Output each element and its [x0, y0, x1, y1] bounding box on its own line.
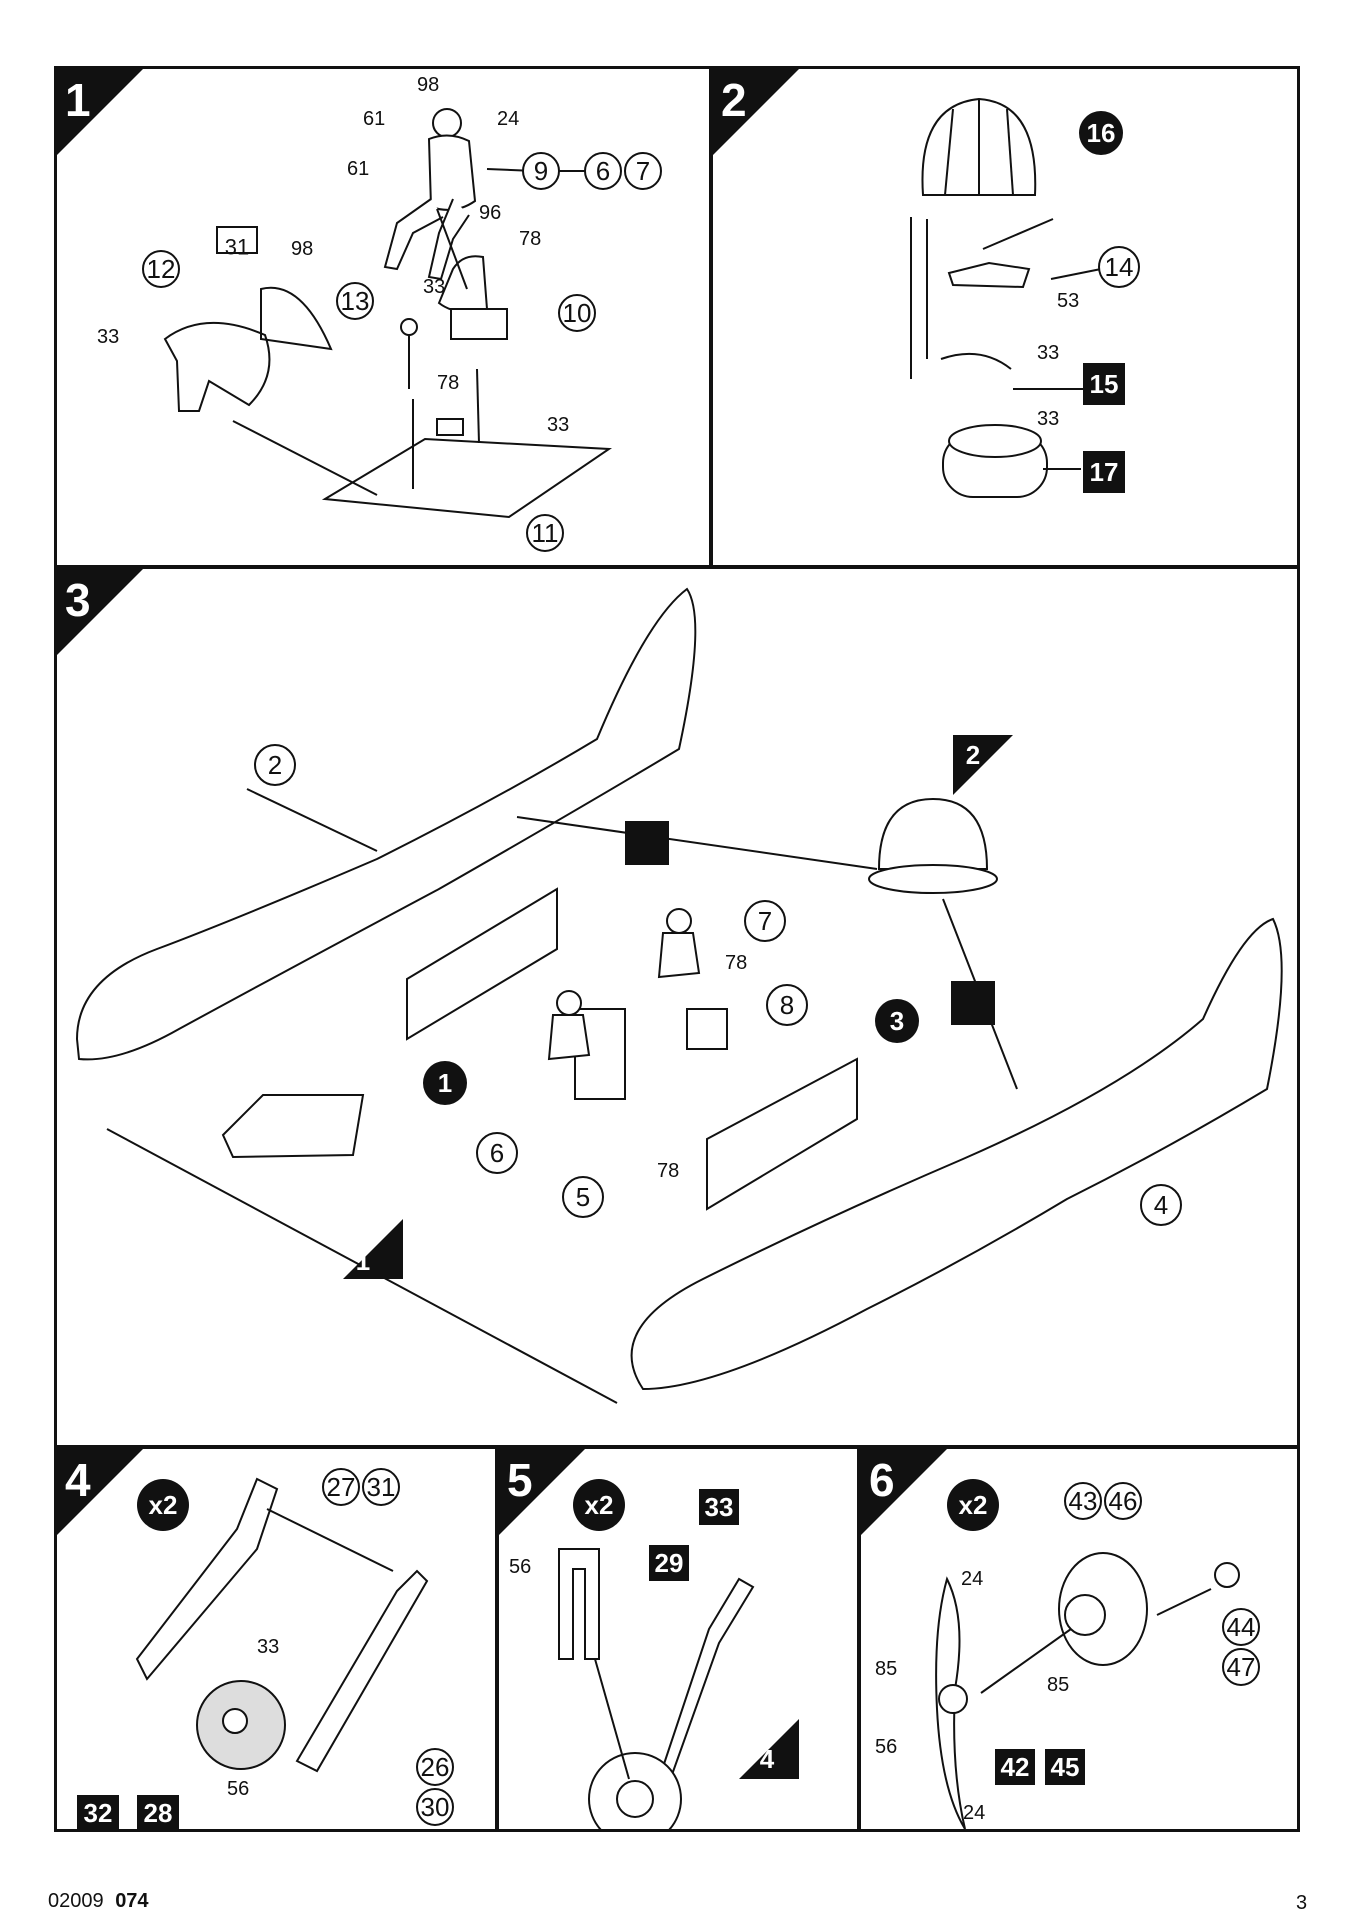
- part-label-42: 42: [1001, 1752, 1030, 1782]
- part-label-98: 98: [417, 74, 439, 96]
- part-label-78: 78: [725, 952, 747, 974]
- part-label-28: 28: [144, 1798, 173, 1828]
- part-label-26: 26: [421, 1752, 450, 1782]
- part-label-53: 53: [1057, 290, 1079, 312]
- footer-code: 02009 074: [48, 1890, 149, 1913]
- step-4-diagram: x2 27 31 33 56 26 30 32 28: [77, 1468, 454, 1829]
- part-label-4: 4: [1154, 1190, 1168, 1220]
- part-label-78b: 78: [437, 372, 459, 394]
- step-badge: [499, 1449, 585, 1535]
- part-label-6: 6: [596, 156, 610, 186]
- part-label-29: 29: [655, 1548, 684, 1578]
- part-label-33b: 33: [97, 326, 119, 348]
- part-label-14: 14: [1105, 252, 1134, 282]
- part-label-5: 5: [576, 1182, 590, 1212]
- part-label-10: 10: [563, 298, 592, 328]
- marker-square: [625, 821, 669, 865]
- part-label-85b: 85: [1047, 1674, 1069, 1696]
- ref-step-4: 4: [760, 1744, 775, 1774]
- part-label-85: 85: [875, 1658, 897, 1680]
- part-label-24: 24: [961, 1568, 983, 1590]
- step-number: 4: [65, 1454, 91, 1506]
- step-number: 1: [65, 74, 91, 126]
- part-label-56: 56: [227, 1778, 249, 1800]
- footer-code-number: 02009: [48, 1890, 104, 1912]
- part-label-24b: 24: [963, 1802, 985, 1824]
- part-label-78: 78: [519, 228, 541, 250]
- step-6-diagram: x2 43 46 24 44 47 85 85 56 42 45 24: [875, 1479, 1260, 1829]
- step-1-diagram: 31 9 6 7 10 11 12 13 98 61 24 61 96 98 7…: [97, 74, 662, 552]
- step-badge: [57, 69, 143, 155]
- part-label-17: 17: [1090, 457, 1119, 487]
- part-label-33b: 33: [1037, 408, 1059, 430]
- part-label-31: 31: [225, 235, 249, 260]
- part-label-6: 6: [490, 1138, 504, 1168]
- step-4-panel: 4 x2 27 31 33 56 26 30 32 28: [54, 1446, 498, 1832]
- part-label-9: 9: [534, 156, 548, 186]
- part-label-7: 7: [758, 906, 772, 936]
- part-label-98b: 98: [291, 238, 313, 260]
- part-label-12: 12: [147, 254, 176, 284]
- part-label-96: 96: [479, 202, 501, 224]
- step-2-diagram: 16 14 53 33 15 33 17: [910, 97, 1140, 498]
- footer-code-sub: 074: [115, 1890, 149, 1912]
- part-label-78b: 78: [657, 1160, 679, 1182]
- step-6-panel: 6 x2 43 46 24 44 47 85 85 56 42 45 24: [858, 1446, 1300, 1832]
- step-badge: [57, 569, 143, 655]
- part-label-44: 44: [1227, 1612, 1256, 1642]
- ref-step-1: 1: [356, 1246, 370, 1276]
- part-label-61b: 61: [347, 158, 369, 180]
- page-number: 3: [1296, 1892, 1308, 1914]
- part-label-15: 15: [1090, 369, 1119, 399]
- step-badge: [861, 1449, 947, 1535]
- part-label-7: 7: [636, 156, 650, 186]
- part-label-1: 1: [438, 1068, 452, 1098]
- step-badge: [713, 69, 799, 155]
- part-label-61: 61: [363, 108, 385, 130]
- part-label-33: 33: [257, 1636, 279, 1658]
- part-label-56: 56: [875, 1736, 897, 1758]
- step-3-panel: 3 2 1 2 7 78 8 3 1 6 5: [54, 566, 1300, 1448]
- step-badge: [57, 1449, 143, 1535]
- part-label-33: 33: [705, 1492, 734, 1522]
- part-label-56: 56: [509, 1556, 531, 1578]
- multiplier: x2: [959, 1490, 988, 1520]
- part-label-33c: 33: [547, 414, 569, 436]
- step-number: 5: [507, 1454, 533, 1506]
- part-label-33: 33: [1037, 342, 1059, 364]
- part-label-30: 30: [421, 1792, 450, 1822]
- step-number: 2: [721, 74, 747, 126]
- step-number: 6: [869, 1454, 895, 1506]
- step-3-diagram: 2 1 2 7 78 8 3 1 6 5 78 4: [75, 587, 1283, 1404]
- step-1-panel: 1 31 9 6 7 10 11 12 13: [54, 66, 712, 568]
- part-label-32: 32: [84, 1798, 113, 1828]
- part-label-2: 2: [268, 750, 282, 780]
- part-label-3: 3: [890, 1006, 904, 1036]
- part-label-47: 47: [1227, 1652, 1256, 1682]
- part-label-31: 31: [367, 1472, 396, 1502]
- step-5-diagram: x2 33 56 29 4: [509, 1479, 799, 1829]
- part-label-46: 46: [1109, 1486, 1138, 1516]
- part-label-16: 16: [1087, 118, 1116, 148]
- part-label-13: 13: [341, 286, 370, 316]
- multiplier: x2: [585, 1490, 614, 1520]
- part-label-24: 24: [497, 108, 519, 130]
- part-label-45: 45: [1051, 1752, 1080, 1782]
- part-label-8: 8: [780, 990, 794, 1020]
- part-label-43: 43: [1069, 1486, 1098, 1516]
- part-label-11: 11: [532, 518, 559, 548]
- ref-step-2: 2: [966, 740, 980, 770]
- part-label-27: 27: [327, 1472, 356, 1502]
- step-5-panel: 5 x2 33 56 29 4: [496, 1446, 860, 1832]
- marker-square: [951, 981, 995, 1025]
- step-number: 3: [65, 574, 91, 626]
- step-2-panel: 2 16 14 53 33 15 33 17: [710, 66, 1300, 568]
- part-label-33: 33: [423, 276, 445, 298]
- multiplier: x2: [149, 1490, 178, 1520]
